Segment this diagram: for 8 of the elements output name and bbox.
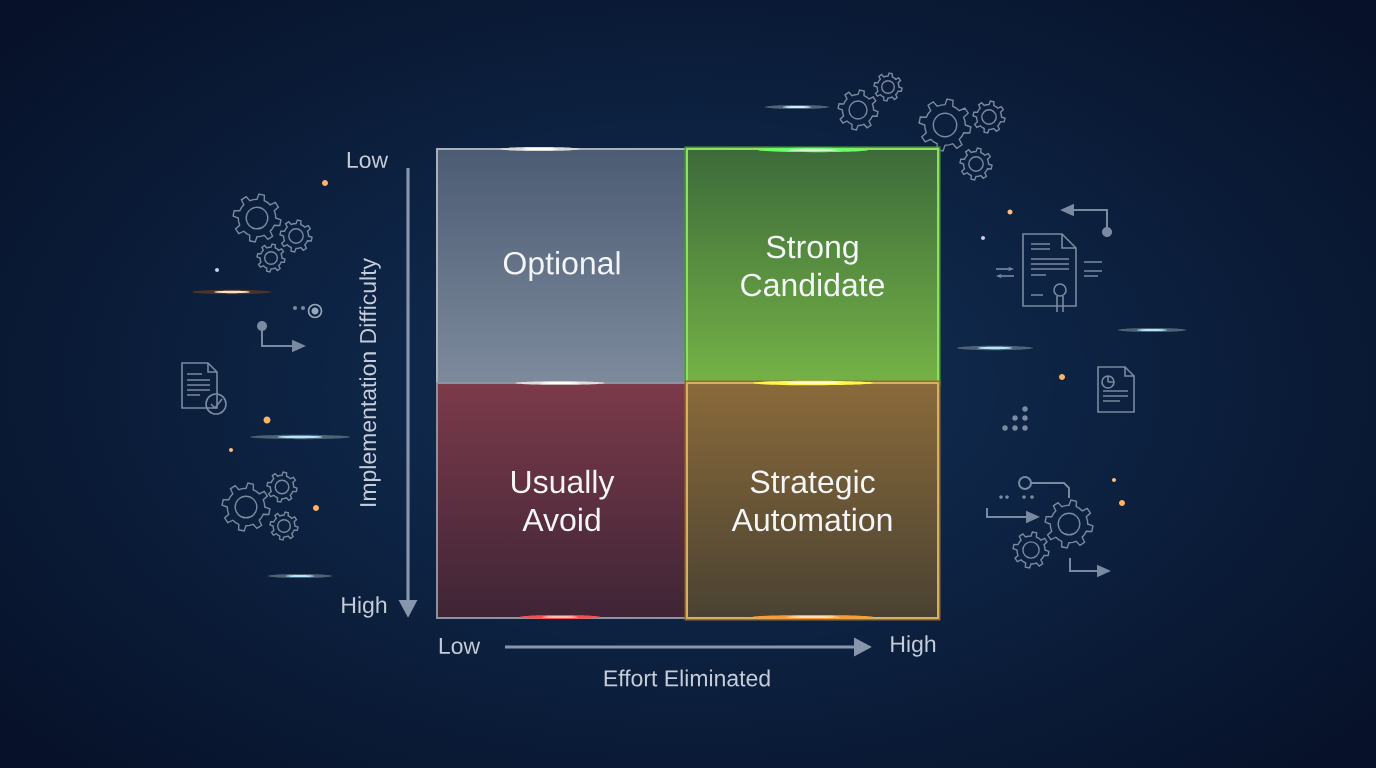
- quadrant-box: Strong Candidate: [684, 146, 941, 386]
- axis-label: Low: [347, 152, 389, 169]
- quadrant-box: Optional: [436, 148, 688, 384]
- axis-title: Implementation Difficulty: [359, 258, 381, 506]
- quadrant-box: Strategic Automation: [684, 380, 941, 621]
- axis-label: High: [342, 596, 387, 618]
- axis-title: Effort Eliminated: [604, 669, 770, 687]
- quadrant-box: Usually Avoid: [436, 382, 688, 619]
